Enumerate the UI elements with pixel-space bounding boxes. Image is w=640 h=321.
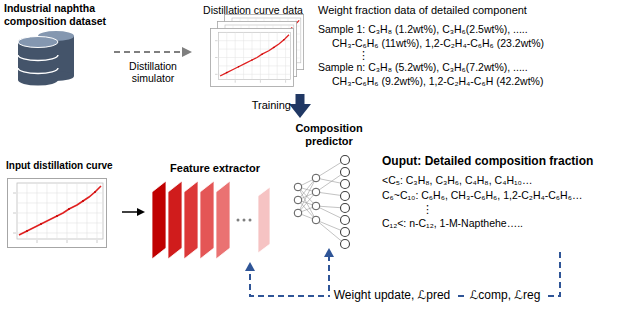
database-icon bbox=[18, 31, 74, 86]
edge-label: Distillation simulator bbox=[113, 60, 193, 84]
arrow-head bbox=[137, 208, 145, 216]
node-title: Ouput: Detailed composition fraction bbox=[382, 154, 636, 169]
arrow-head bbox=[324, 248, 334, 257]
node-text: CH₃-C₆H₆ (9.2wt%), 1,2-C₂H₄-C₆H (42.2wt%… bbox=[318, 75, 636, 89]
edge-label: Training bbox=[252, 99, 291, 112]
weight-fraction-node: Weight fraction data of detailed compone… bbox=[316, 2, 638, 98]
feature-extractor-layers bbox=[152, 181, 270, 259]
edge-label: ℒcomp, ℒreg bbox=[466, 289, 545, 303]
node-text: Sample n: C₃H₈ (5.2wt%), C₃H₆(7.2wt%), .… bbox=[318, 61, 636, 75]
ellipsis-dots bbox=[237, 219, 252, 222]
node-text: Sample 1: C₃H₈ (1.2wt%), C₃H₆(2.5wt%), .… bbox=[318, 23, 636, 37]
output-node: Ouput: Detailed composition fraction <C₅:… bbox=[374, 140, 638, 252]
node-title: Composition predictor bbox=[286, 122, 372, 147]
arrow-head bbox=[182, 47, 192, 57]
feature-extractor-node: Feature extractor bbox=[145, 158, 285, 262]
node-text: ⋮ bbox=[382, 203, 636, 215]
input-curve-chart bbox=[8, 179, 107, 248]
node-text: C₁₂<: n-C₁₂, 1-M-Napthehe….. bbox=[382, 216, 636, 231]
node-title: Distillation curve data bbox=[192, 4, 314, 16]
node-title: Weight fraction data of detailed compone… bbox=[318, 4, 636, 17]
node-text: CH₃-C₆H₆ (11wt%), 1,2-C₂H₄-C₆H₆ (23.2wt%… bbox=[318, 37, 636, 51]
node-title: Industrial naphtha composition dataset bbox=[4, 2, 114, 27]
node-title: Input distillation curve bbox=[6, 160, 122, 172]
input-curve-node: Input distillation curve bbox=[2, 158, 122, 250]
curve-chart-stack bbox=[210, 14, 303, 86]
arrow-head bbox=[289, 104, 311, 118]
curve-data-node: Distillation curve data bbox=[192, 2, 314, 92]
dataset-node: Industrial naphtha composition dataset bbox=[2, 2, 114, 86]
node-title: Feature extractor bbox=[145, 162, 285, 175]
node-text: <C₅: C₃H₈, C₃H₆, C₄H₈, C₄H₁₀… bbox=[382, 173, 636, 188]
arrow-head bbox=[245, 262, 255, 271]
neural-network bbox=[294, 156, 349, 249]
composition-predictor-node: Composition predictor bbox=[286, 118, 372, 248]
dashed-arrow bbox=[114, 51, 184, 53]
node-text: ⋮ bbox=[318, 50, 636, 61]
edge-label: Weight update, ℒpred bbox=[330, 289, 455, 303]
flow-arrow bbox=[122, 211, 139, 213]
node-text: C₆~C₁₀: C₆H₆, CH₃-C₆H₆, 1,2-C₂H₄-C₆H₆… bbox=[382, 188, 636, 203]
